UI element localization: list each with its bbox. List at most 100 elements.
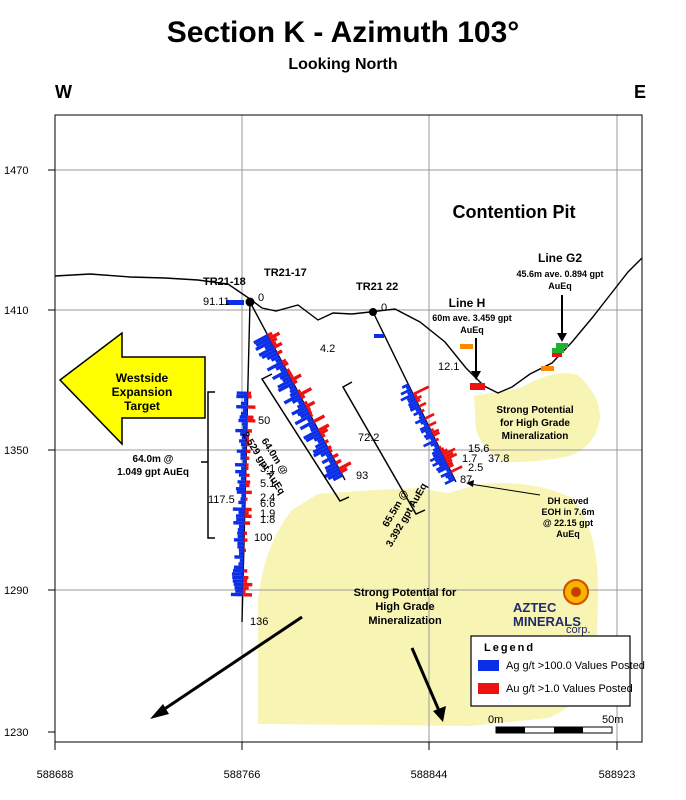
- x-tick-588766: 588766: [224, 769, 261, 781]
- ag-bar: [231, 572, 244, 576]
- au-bar: [286, 368, 291, 373]
- value-label: 37.8: [488, 453, 509, 465]
- hole-label-tr21-17: TR21-17: [264, 267, 307, 279]
- ag-bar: [230, 592, 243, 597]
- ag-bar: [297, 408, 309, 417]
- surface-block-ag: [226, 300, 244, 305]
- westside-line1: Westside: [116, 371, 169, 385]
- ag-bar: [240, 411, 248, 416]
- green-block-line-g2-1: [552, 348, 564, 353]
- au-bar: [305, 400, 316, 409]
- depth-label-136: 136: [250, 616, 268, 628]
- extension-arrow-s: [410, 647, 442, 714]
- value-label: 1.9: [260, 508, 275, 520]
- au-bar: [267, 331, 273, 338]
- ag-bar: [236, 391, 248, 396]
- ag-bar: [432, 458, 446, 468]
- ag-bar: [283, 393, 301, 405]
- value-label: 1.7: [462, 453, 477, 465]
- au-bar: [246, 439, 250, 443]
- ag-bar: [235, 589, 243, 593]
- interval-18-line2: 1.049 gpt AuEq: [117, 467, 189, 478]
- depth-label-100: 100: [254, 532, 272, 544]
- ag-bar: [407, 397, 417, 404]
- hole-label-tr21-18: TR21-18: [203, 276, 246, 288]
- x-tick-588688: 588688: [37, 769, 74, 781]
- value-label: 117.5: [208, 494, 235, 506]
- ag-bar: [305, 431, 321, 443]
- ag-bar: [238, 418, 248, 423]
- potential-zone-upper: [474, 373, 600, 463]
- au-bar: [273, 341, 283, 349]
- ag-bar: [241, 466, 246, 471]
- dh-note-pointer: [469, 483, 541, 496]
- ag-bar: [240, 497, 246, 501]
- aztec-logo: AZTEC MINERALS corp.: [513, 579, 590, 636]
- au-bar: [246, 435, 250, 440]
- line-h-title: Line H: [449, 296, 486, 310]
- ag-bar: [420, 419, 427, 425]
- au-bar: [414, 395, 423, 401]
- ag-bar: [237, 531, 245, 535]
- ag-bar: [235, 469, 246, 474]
- au-bar: [338, 461, 352, 471]
- ag-bar: [235, 514, 245, 518]
- ag-bar: [432, 451, 443, 458]
- ag-bar: [320, 449, 331, 458]
- au-bar: [243, 575, 249, 580]
- ag-bar: [238, 548, 244, 553]
- axis-ticks: [48, 169, 618, 750]
- ag-bar: [240, 432, 247, 436]
- ag-bar: [255, 339, 272, 352]
- au-bar: [246, 456, 250, 460]
- au-bar: [431, 428, 440, 435]
- westside-arrow: [58, 331, 206, 446]
- legend: Legend Ag g/t >100.0 Values Posted Au g/…: [470, 635, 645, 707]
- ag-bar: [238, 473, 246, 477]
- ag-bar: [418, 412, 424, 417]
- ag-bar: [429, 453, 444, 463]
- extension-arrow-sw-head: [150, 704, 169, 719]
- au-bar: [247, 415, 254, 420]
- ag-bar: [235, 428, 247, 433]
- au-bar: [332, 452, 339, 459]
- au-bar: [438, 445, 442, 449]
- assay-bars-tr21-17: [253, 331, 352, 482]
- ag-bar: [312, 443, 328, 454]
- ag-bar: [237, 541, 245, 546]
- au-bar: [243, 569, 248, 573]
- potential-upper-line1: Strong Potential: [496, 405, 573, 416]
- value-label: 4.2: [320, 343, 335, 355]
- ag-bar: [237, 527, 245, 532]
- ag-bar: [405, 385, 411, 390]
- au-bar: [246, 418, 256, 423]
- ag-bar: [253, 334, 269, 345]
- potential-lower-line2: High Grade: [375, 601, 434, 613]
- au-bar: [242, 579, 248, 583]
- value-label: 15.6: [468, 443, 489, 455]
- y-tick-1470: 1470: [4, 165, 28, 177]
- collar-depth-17: 0: [258, 292, 264, 304]
- legend-au-swatch: [478, 683, 499, 694]
- ag-bar: [325, 452, 333, 459]
- ag-bar: [291, 405, 307, 416]
- ag-bar: [323, 467, 340, 479]
- extension-arrow-sw: [159, 615, 303, 714]
- ag-bar: [438, 460, 447, 467]
- ag-bar: [409, 405, 420, 412]
- ag-bar: [418, 414, 425, 420]
- ag-bar: [423, 431, 433, 439]
- potential-lower-line3: Mineralization: [368, 615, 442, 627]
- ag-block-tr21-22: [374, 334, 384, 338]
- ag-bar: [327, 470, 342, 481]
- au-bar: [245, 463, 249, 467]
- ag-bar: [240, 456, 247, 460]
- au-bar: [446, 460, 454, 466]
- line-h-pointer-head: [471, 371, 481, 380]
- ag-bar: [314, 440, 326, 449]
- au-bar: [243, 548, 247, 553]
- ag-bar: [271, 369, 288, 381]
- au-bar: [427, 420, 437, 428]
- au-bar: [306, 406, 312, 412]
